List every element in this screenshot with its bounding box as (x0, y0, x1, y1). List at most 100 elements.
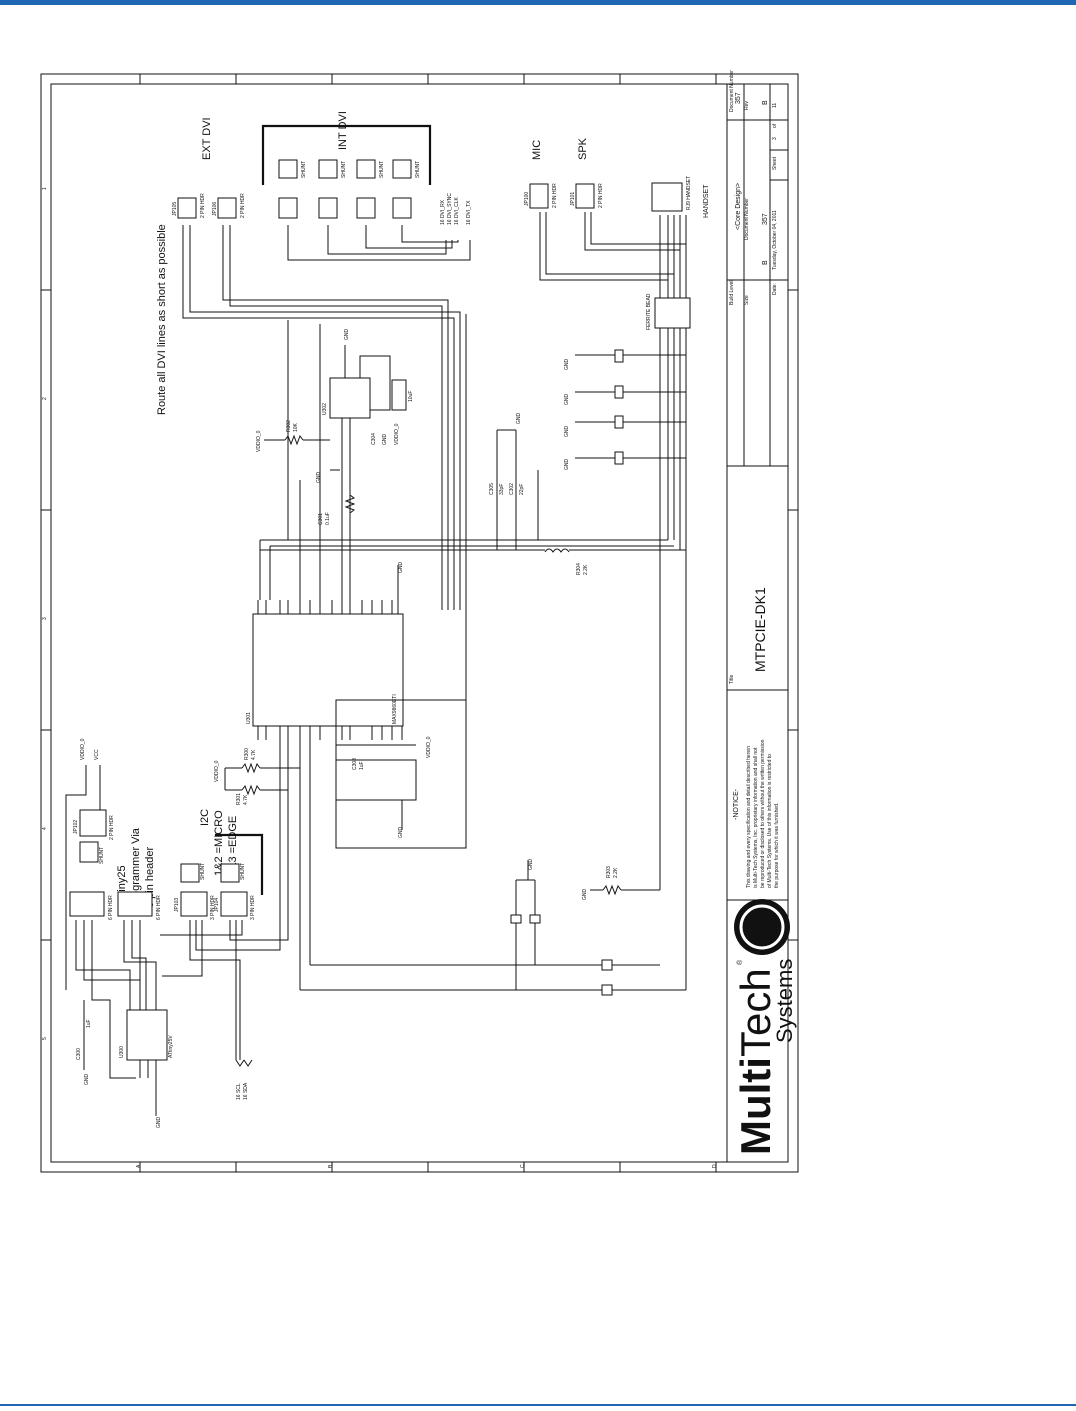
zone-row-d: D (712, 1164, 718, 1168)
handset-jack (651, 182, 683, 212)
u301-codec (252, 613, 404, 727)
sheet-label: Sheet (772, 156, 778, 170)
i2c-section: VDDIO_0 R300 4.7K R301 4.7K I2C 1&2 =MIC… (160, 740, 300, 1100)
codec-section: U301 MAX9860ETI (246, 314, 467, 849)
net-dvi-clk: 16 DVI_CLK (454, 197, 460, 225)
sheet-inner-border (50, 83, 789, 1163)
u301-part: MAX9860ETI (392, 694, 398, 724)
codec-gnd-top: GND (398, 562, 404, 574)
i2c-bracket (215, 833, 264, 895)
jp105-ref: JP105 (172, 202, 178, 216)
r300-resistor (241, 762, 261, 774)
int-shunt-1-label: SHUNT (301, 161, 307, 178)
jp102-type: 2 PIN HDR (109, 815, 115, 840)
c300-val: 1uF (86, 1019, 92, 1028)
net-scl: 16 SCL (236, 1083, 242, 1100)
zone-col-1: 1 (42, 187, 48, 190)
jp106-type: 2 PIN HDR (240, 193, 246, 218)
notice-line-1: This drawing and every specification and… (746, 746, 752, 888)
jp106-ref: JP106 (212, 202, 218, 216)
codec-decoupling (335, 759, 417, 801)
codec-keepout (335, 699, 467, 849)
attiny-gnd: GND (156, 1117, 162, 1129)
u300-ref: U300 (119, 1046, 125, 1058)
notice-line-4: of Multi-Tech Systems. Use of this infor… (767, 754, 773, 888)
i2c-vddio: VDDIO_0 (214, 760, 220, 782)
jp104-header (220, 891, 248, 917)
c302-ref: C302 (509, 483, 515, 495)
net-dvi-sync: 16 DVI_SYNC (447, 193, 453, 225)
c300-gnd: GND (84, 1074, 90, 1086)
zone-row-c: C (520, 1164, 526, 1168)
codec-vddio: VDDIO_0 (426, 736, 432, 758)
r302-val: 10K (293, 422, 299, 432)
c305-ref: C305 (489, 483, 495, 495)
size-value: B (762, 260, 769, 265)
ext-dvi-label: EXT DVI (201, 117, 213, 160)
date-value: Tuesday, October 04, 2011 (772, 210, 778, 270)
ferrite-label: FERRITE BEAD (646, 293, 652, 330)
logo-tech: Tech (732, 968, 779, 1057)
jp100-ref: JP100 (524, 192, 530, 206)
route-note: Route all DVI lines as short as possible (156, 224, 168, 415)
jp100-header (529, 183, 549, 209)
jp101-type: 2 PIN HDR (598, 183, 604, 208)
lower-right-section: GND GND R303 2.2K (299, 740, 686, 996)
r300-ref: R300 (244, 748, 250, 760)
r304-val: 2.2K (583, 564, 589, 575)
bottom-accent-bar (0, 1404, 1076, 1406)
int-hdr-2 (318, 197, 338, 219)
int-dvi-bracket (261, 124, 432, 185)
reg-gnd-top: GND (344, 329, 350, 341)
jp102-shunt-label: SHUNT (99, 847, 105, 864)
c302-val: 22pF (519, 484, 525, 495)
reg-gnd-bot: GND (382, 434, 388, 446)
cap-gnd-4: GND (564, 459, 570, 471)
zone-col-3: 3 (42, 617, 48, 620)
jp103-shunt-label: SHUNT (200, 863, 206, 880)
c301-gnd: GND (316, 472, 322, 484)
audio-section: MIC SPK JP100 JP101 2 PIN HDR 2 PIN HDR … (260, 137, 710, 990)
prog-header-a-label: 6 PIN HDR (108, 895, 114, 920)
of-value: 11 (772, 103, 778, 108)
net-sda: 16 SDA (243, 1082, 249, 1100)
i2c-opt-1: 1&2 =MICRO (213, 810, 225, 876)
coupling-gnd: GND (516, 413, 522, 425)
r300-val: 4.7K (251, 749, 257, 760)
size-label: Size (744, 295, 750, 305)
prog-header-b-label: 6 PIN HDR (156, 895, 162, 920)
spk-label: SPK (577, 137, 589, 160)
jp102-shunt (79, 841, 99, 863)
int-hdr-1 (278, 197, 298, 219)
title-block: Build Level Size B Document Number 357 <… (726, 70, 788, 1162)
int-shunt-4 (392, 159, 412, 179)
c304-val: 10uF (408, 391, 414, 402)
programmer-line-2: Programmer Via (130, 827, 142, 908)
r303-val: 2.2K (613, 867, 619, 878)
prog-header-a (69, 891, 105, 917)
i2c-title: I2C (199, 809, 211, 826)
int-shunt-2 (318, 159, 338, 179)
c301-ref: C301 (318, 513, 324, 525)
build-label: Build Level (729, 281, 735, 305)
zone-row-labels: A B C D 5 4 3 2 1 (42, 187, 718, 1168)
jp106-header (217, 197, 237, 219)
int-shunt-1 (278, 159, 298, 179)
series-resistor (344, 494, 356, 514)
filter-caps: GND GND GND GND (564, 349, 686, 471)
r303-resistor (602, 884, 622, 896)
jp102-ref: JP102 (73, 820, 79, 834)
zone-col-5: 5 (42, 1037, 48, 1040)
logo-circle-inner (739, 904, 785, 950)
c305-val: 33pF (499, 484, 505, 495)
int-shunt-4-label: SHUNT (415, 161, 421, 178)
cap-gnd-3: GND (564, 426, 570, 438)
u300-attiny (126, 1009, 168, 1061)
multitech-logo: Multi Tech ® Systems (732, 899, 797, 1155)
prog-vddio: VDDIO_0 (80, 738, 86, 760)
date-label: Date: (772, 283, 778, 295)
r301-resistor (241, 784, 261, 796)
logo-reg: ® (736, 959, 744, 965)
c301-val: 0.1uF (325, 512, 331, 525)
i2c-opt-2: 2&3 =EDGE (227, 816, 239, 876)
